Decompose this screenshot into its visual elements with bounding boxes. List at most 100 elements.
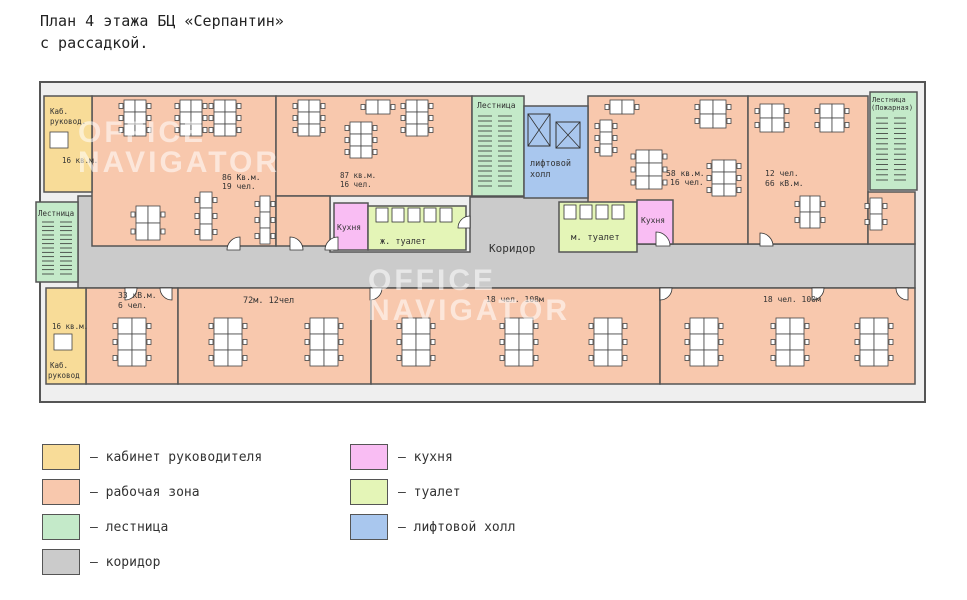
desk [599,131,613,145]
chair [390,104,396,110]
chair [208,355,214,361]
desk [360,133,373,147]
lift-shaft-1-cross [527,113,551,147]
desk [712,99,727,115]
desk [759,117,773,133]
chair [146,127,152,133]
desk [416,111,429,125]
executive-desk [49,131,69,149]
desk [308,111,321,125]
desk [297,111,310,125]
label-office-bottom-2: руковод [48,371,80,380]
chair [396,339,402,345]
chair [254,217,260,223]
label-stairs-left: Лестница [38,209,74,218]
desk [723,159,737,173]
chair [622,355,628,361]
chair [888,339,894,345]
desk [213,349,229,367]
chair [794,217,800,223]
desk [213,333,229,351]
desk [227,349,243,367]
desk [789,317,805,335]
chair [594,123,600,129]
desk [689,349,705,367]
desk [131,317,147,335]
chair [844,122,850,128]
desk [635,162,650,177]
chair [146,115,152,121]
door-swing [457,215,471,229]
chair [396,355,402,361]
legend-swatch-lift [350,514,388,540]
door-swing [895,287,909,301]
legend-label-work: – рабочая зона [90,484,200,500]
stairs-right [869,91,918,191]
desk [360,145,373,159]
desk [117,333,133,351]
desk [190,123,203,137]
legend-swatch-office [42,444,80,470]
chair [118,127,124,133]
desk [593,349,609,367]
chair [804,323,810,329]
desk [518,349,534,367]
legend-swatch-stairs [42,514,80,540]
desk [415,317,431,335]
chair [622,339,628,345]
legend-item-kitchen: – кухня [350,444,453,470]
desk [297,99,310,113]
desk [711,159,725,173]
door-swing [324,236,339,251]
desk [349,133,362,147]
chair [242,339,248,345]
chair [254,233,260,239]
desk [799,195,811,213]
chair [194,229,200,235]
legend-item-toilet: – туалет [350,479,461,505]
chair [174,103,180,109]
label-work-b-1: 87 кв.м. [340,171,376,180]
desk [123,111,136,125]
desk [607,349,623,367]
stair-steps [42,115,906,275]
title-line-1: План 4 этажа БЦ «Серпантин» [40,12,284,30]
chair [684,339,690,345]
desk [819,103,833,119]
desk [648,162,663,177]
desk [134,123,147,137]
toilet-stall [595,204,609,220]
label-work-d-2: 66 кВ.м. [765,179,804,188]
toilet-stall [579,204,593,220]
chair [208,115,214,121]
desk [621,99,635,115]
desk [648,149,663,164]
desk [199,191,213,209]
desk [775,349,791,367]
chair [270,201,276,207]
chair [236,115,242,121]
desk [259,195,271,213]
door-swing [159,287,173,301]
desk [689,333,705,351]
chair [372,125,378,131]
desk [635,149,650,164]
chair [344,137,350,143]
legend-item-stairs: – лестница [42,514,168,540]
desk [401,333,417,351]
desk [873,333,889,351]
legend-item-work: – рабочая зона [42,479,200,505]
desk [599,119,613,133]
chair [882,219,888,225]
chair [304,355,310,361]
toilet-stall [439,207,453,223]
chair [736,187,742,193]
desk [703,333,719,351]
chair [254,201,260,207]
chair [242,355,248,361]
desk [873,317,889,335]
legend-label-stairs: – лестница [90,519,169,535]
label-office-bottom: Каб. [50,361,68,370]
label-work-b-2: 16 чел. [340,180,372,189]
door-swing [124,287,138,301]
